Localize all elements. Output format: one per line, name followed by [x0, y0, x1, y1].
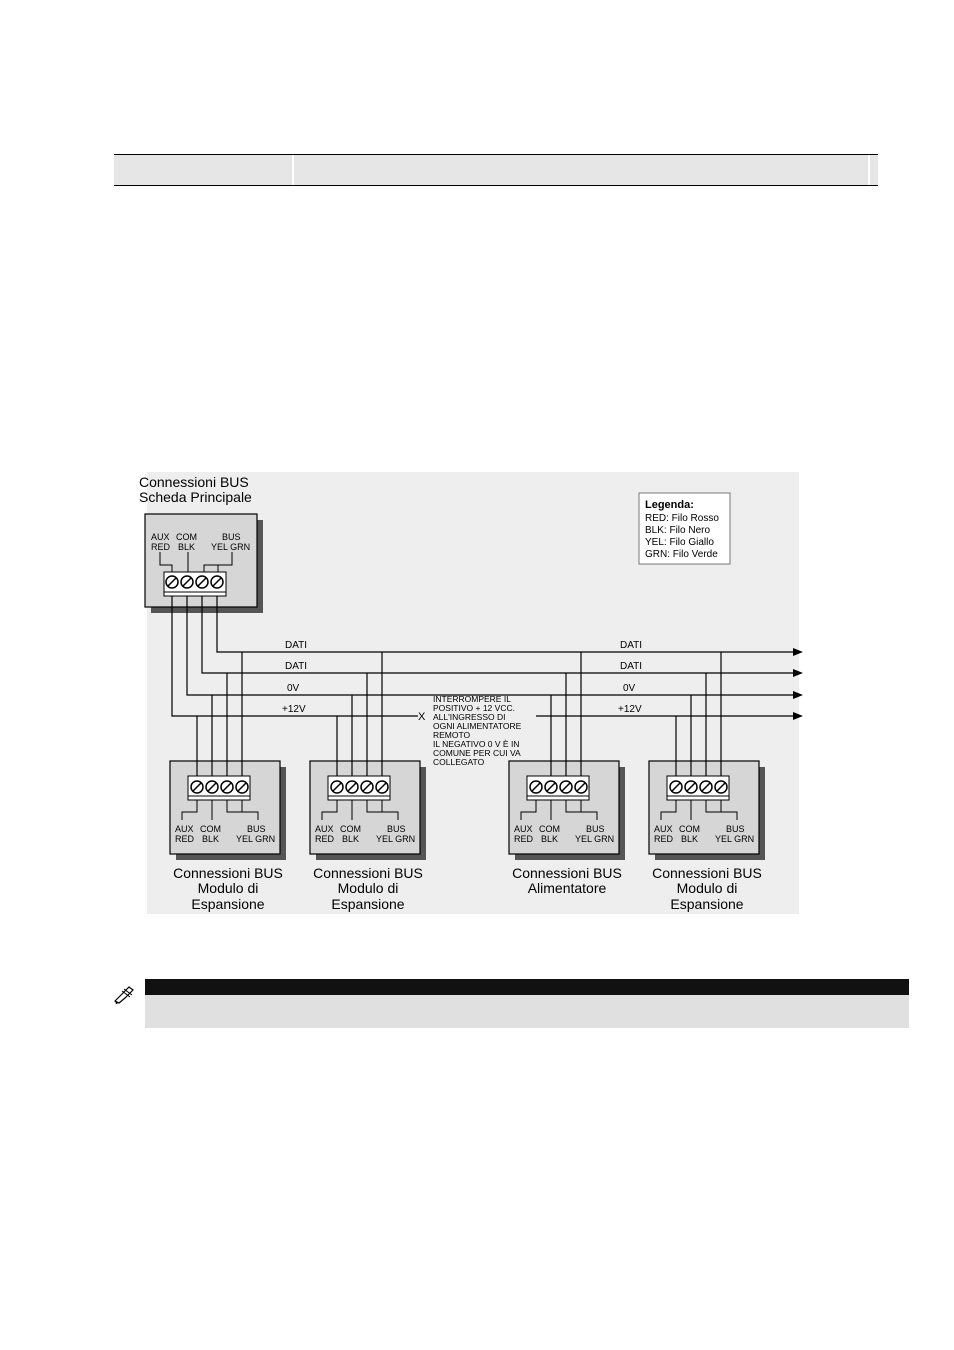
bus-line-dati-2 — [201, 596, 795, 674]
module-aux-label: AUX — [315, 824, 334, 834]
break-note-line: REMOTO — [433, 730, 471, 740]
module-caption: Alimentatore — [528, 880, 607, 896]
module-yelgrn-label: YEL GRN — [575, 834, 614, 844]
break-note-line: ALL'INGRESSO DI — [433, 712, 505, 722]
main-board-title-2: Scheda Principale — [139, 489, 252, 505]
module-blk-label: BLK — [342, 834, 359, 844]
module-yelgrn-label: YEL GRN — [715, 834, 754, 844]
module-caption: Connessioni BUS — [313, 865, 423, 881]
legend-item: GRN: Filo Verde — [645, 549, 718, 560]
legend-item: YEL: Filo Giallo — [645, 537, 714, 548]
bus-label: 0V — [287, 683, 300, 694]
module-yelgrn-label: YEL GRN — [236, 834, 275, 844]
module-box-group: AUX COM BUS RED BLK YEL GRN Connessioni BUSMod… — [169, 652, 286, 912]
module-caption: Espansione — [331, 896, 404, 912]
header-divider-right — [868, 155, 870, 185]
header-divider — [292, 155, 294, 185]
module-box-group: AUX COM BUS RED BLK YEL GRN Connessioni BUSMod… — [648, 652, 765, 912]
main-yelgrn-label: YEL GRN — [211, 542, 250, 552]
module-com-label: COM — [679, 824, 700, 834]
module-caption: Connessioni BUS — [652, 865, 762, 881]
main-board-title-1: Connessioni BUS — [139, 474, 249, 490]
break-note-line: POSITIVO + 12 VCC. — [433, 703, 515, 713]
module-red-label: RED — [175, 834, 195, 844]
bus-label: DATI — [285, 640, 307, 651]
bus-arrows — [793, 648, 803, 720]
legend: Legenda: RED: Filo Rosso BLK: Filo Nero … — [638, 492, 731, 565]
main-bus-label: BUS — [222, 532, 241, 542]
legend-box — [638, 492, 731, 565]
bus-label: 0V — [623, 683, 636, 694]
bus-label: DATI — [620, 640, 642, 651]
module-aux-label: AUX — [654, 824, 673, 834]
break-mark: X — [418, 711, 426, 723]
break-note: INTERROMPERE IL POSITIVO + 12 VCC. ALL'I… — [433, 694, 522, 767]
module-caption: Connessioni BUS — [512, 865, 622, 881]
module-blk-label: BLK — [202, 834, 219, 844]
module-caption: Modulo di — [677, 880, 738, 896]
main-blk-label: BLK — [178, 542, 195, 552]
module-red-label: RED — [654, 834, 674, 844]
main-red-label: RED — [151, 542, 171, 552]
module-yelgrn-label: YEL GRN — [376, 834, 415, 844]
main-board: Connessioni BUS Scheda Principale AUX CO… — [139, 474, 263, 613]
break-note-line: COLLEGATO — [433, 757, 485, 767]
break-note-line: IL NEGATIVO 0 V È IN — [433, 739, 519, 749]
note-box — [145, 979, 909, 1028]
module-bus-label: BUS — [387, 824, 406, 834]
break-note-line: OGNI ALIMENTATORE — [433, 721, 522, 731]
module-caption: Espansione — [670, 896, 743, 912]
bus-line-dati-1 — [216, 596, 795, 653]
module-bus-label: BUS — [247, 824, 266, 834]
module-bus-label: BUS — [726, 824, 745, 834]
bus-label: DATI — [285, 661, 307, 672]
module-com-label: COM — [539, 824, 560, 834]
main-com-label: COM — [176, 532, 197, 542]
module-aux-label: AUX — [175, 824, 194, 834]
break-note-line: COMUNE PER CUI VA — [433, 748, 521, 758]
bus-line-0v — [186, 596, 795, 696]
module-box-group: AUX COM BUS RED BLK YEL GRN Connessioni BUSAli… — [508, 652, 625, 896]
module-red-label: RED — [514, 834, 534, 844]
module-com-label: COM — [200, 824, 221, 834]
bus-line-12v-left — [171, 596, 418, 717]
main-aux-label: AUX — [151, 532, 170, 542]
legend-item: BLK: Filo Nero — [645, 525, 710, 536]
module-caption: Connessioni BUS — [173, 865, 283, 881]
bus-label: +12V — [618, 704, 642, 715]
note-pencil-icon — [113, 986, 134, 1004]
break-note-line: INTERROMPERE IL — [433, 694, 511, 704]
module-caption: Modulo di — [338, 880, 399, 896]
module-red-label: RED — [315, 834, 335, 844]
bus-lines — [171, 596, 795, 717]
module-blk-label: BLK — [681, 834, 698, 844]
legend-item: RED: Filo Rosso — [645, 513, 719, 524]
section-header-bar — [114, 154, 878, 186]
note-box-header — [145, 979, 909, 995]
module-box-group: AUX COM BUS RED BLK YEL GRN Connessioni BUSMod… — [309, 652, 426, 912]
module-blk-label: BLK — [541, 834, 558, 844]
bus-label: +12V — [282, 704, 306, 715]
legend-title: Legenda: — [645, 499, 694, 511]
module-bus-label: BUS — [586, 824, 605, 834]
module-aux-label: AUX — [514, 824, 533, 834]
module-caption: Modulo di — [198, 880, 259, 896]
module-com-label: COM — [340, 824, 361, 834]
bus-label: DATI — [620, 661, 642, 672]
module-caption: Espansione — [191, 896, 264, 912]
